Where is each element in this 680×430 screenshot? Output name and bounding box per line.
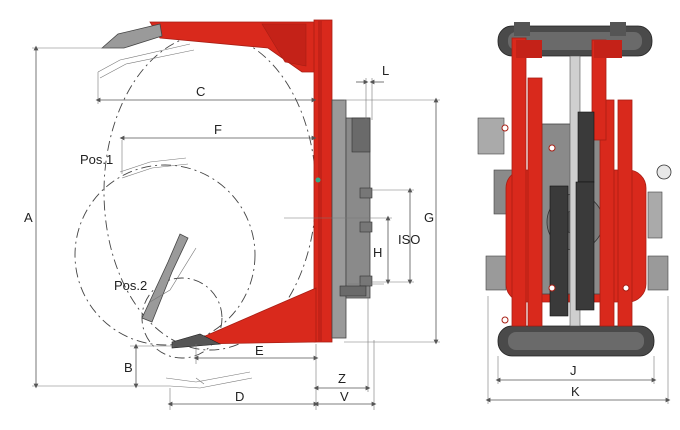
label-v: V: [340, 389, 349, 404]
label-iso: ISO: [398, 232, 420, 247]
label-a: A: [24, 210, 33, 225]
label-pos2: Pos.2: [114, 278, 147, 293]
cylinder-left: [549, 185, 569, 317]
upright-right-outer: [617, 99, 633, 327]
lower-clamp-arm: [195, 287, 317, 345]
label-c: C: [196, 84, 205, 99]
front-view: [477, 22, 672, 357]
label-pos1: Pos.1: [80, 152, 113, 167]
upright-left-outer: [511, 37, 527, 327]
label-j: J: [570, 363, 577, 378]
label-f: F: [214, 122, 222, 137]
label-k: K: [571, 384, 580, 399]
front-view-dimensions: [485, 296, 671, 404]
cylinder-right: [577, 111, 595, 183]
roll-outline-pos1: [74, 164, 256, 346]
label-h: H: [373, 245, 382, 260]
upper-pad-open-position: [97, 43, 191, 73]
upright-right-inner: [599, 99, 615, 327]
fork-carriage-right: [647, 255, 669, 291]
upright-left-inner: [527, 77, 543, 327]
fork-carriage-left: [485, 255, 507, 291]
label-l: L: [382, 63, 389, 78]
carriage-plate: [331, 99, 347, 339]
upper-arm-gusset: [261, 23, 307, 67]
dimension-labels: A B C D E F G H ISO J K L V Z Pos.1 Pos.…: [24, 63, 580, 404]
side-view-dimensions: [32, 45, 440, 410]
upper-clamp-pad: [100, 23, 163, 49]
side-view: [74, 19, 392, 389]
label-z: Z: [338, 371, 346, 386]
label-b: B: [124, 360, 133, 375]
label-e: E: [255, 343, 264, 358]
pad-pos1: [119, 157, 187, 173]
pressure-gauge-icon: [656, 164, 672, 180]
label-g: G: [424, 210, 434, 225]
label-d: D: [235, 389, 244, 404]
